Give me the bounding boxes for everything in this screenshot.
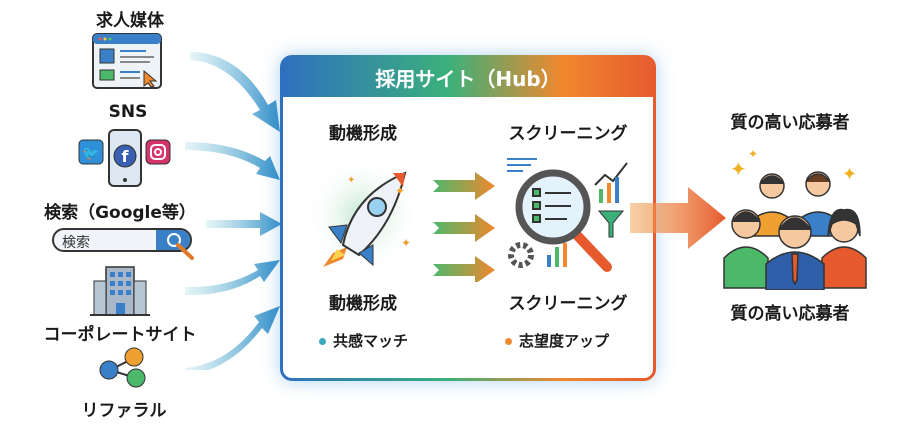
referral-network-icon (99, 347, 146, 388)
process-arrow-2 (433, 214, 495, 242)
screening-heading: スクリーニング (508, 124, 628, 144)
process-arrow-1 (433, 172, 495, 200)
source-label-search: 検索（Google等） (44, 203, 196, 223)
svg-text:✦: ✦ (748, 147, 758, 161)
quality-applicants-label-top: 質の高い応募者 (730, 113, 850, 133)
motivation-subheading: 動機形成 (329, 294, 397, 314)
applicants-group-icon: ✦ ✦ ✦ (723, 147, 867, 290)
trend-chart-icon (594, 162, 628, 186)
instagram-icon (150, 144, 166, 160)
empathy-match-text: 共感マッチ (333, 332, 409, 350)
hub-title: 採用サイト（Hub） (375, 67, 561, 91)
screening-magnifier-icon (507, 158, 628, 272)
source-label-job-media: 求人媒体 (96, 11, 164, 31)
source-label-corporate-site: コーポレートサイト (43, 325, 197, 345)
aspiration-up-text: 志望度アップ (519, 332, 610, 350)
quality-applicants-label-bottom: 質の高い応募者 (730, 304, 850, 324)
svg-text:✦: ✦ (347, 175, 355, 186)
arrow-from-referral (185, 306, 280, 370)
browser-window-icon (92, 33, 162, 89)
arrow-from-corporate (185, 260, 280, 296)
twitter-icon: 🐦 (82, 146, 99, 162)
empathy-match-bullet: 共感マッチ (319, 330, 408, 351)
search-bar-icon: 検索 (52, 228, 192, 252)
svg-text:✦: ✦ (842, 164, 857, 185)
rocket-icon: ✦ ✦ ✦ (305, 157, 421, 273)
arrow-from-sns (185, 142, 280, 180)
arrow-from-search (206, 212, 282, 236)
svg-text:✦: ✦ (401, 236, 411, 250)
social-media-phone-icon: 🐦 f (78, 129, 171, 187)
sparkle-icon: ✦ (395, 184, 405, 198)
svg-text:✦: ✦ (730, 157, 747, 181)
source-label-referral: リファラル (81, 401, 167, 421)
screening-subheading: スクリーニング (508, 294, 628, 314)
recruit-site-hub: 採用サイト（Hub） 動機形成 スクリーニング ✦ ✦ ✦ (280, 55, 656, 381)
process-arrows (433, 172, 495, 282)
aspiration-up-bullet: 志望度アップ (505, 330, 609, 351)
funnel-icon (597, 210, 625, 238)
search-bar-text: 検索 (62, 235, 90, 251)
source-label-sns: SNS (108, 102, 148, 122)
arrow-from-job-media (190, 52, 280, 132)
magnifier-icon (167, 233, 194, 260)
inflow-arrows (185, 52, 282, 370)
facebook-icon: f (122, 147, 130, 166)
office-building-icon (90, 266, 150, 316)
motivation-heading: 動機形成 (329, 124, 397, 144)
outflow-arrow (630, 187, 726, 249)
gear-icon (508, 242, 534, 268)
process-arrow-3 (433, 256, 495, 282)
